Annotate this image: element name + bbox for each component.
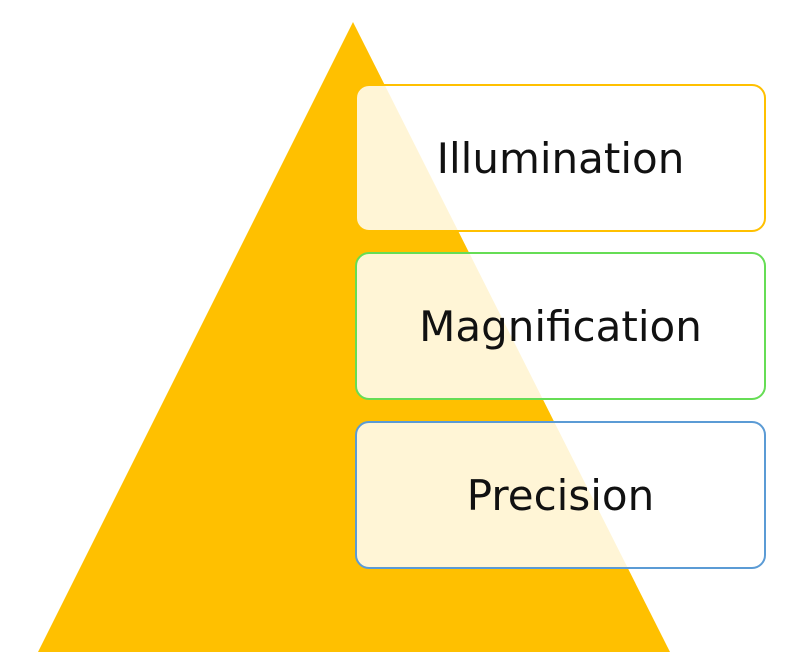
level-box-magnification: Magnification: [355, 252, 766, 400]
level-label-magnification: Magnification: [419, 301, 702, 351]
level-label-illumination: Illumination: [436, 133, 685, 183]
level-label-precision: Precision: [466, 470, 655, 520]
level-box-precision: Precision: [355, 421, 766, 569]
level-box-illumination: Illumination: [355, 84, 766, 232]
